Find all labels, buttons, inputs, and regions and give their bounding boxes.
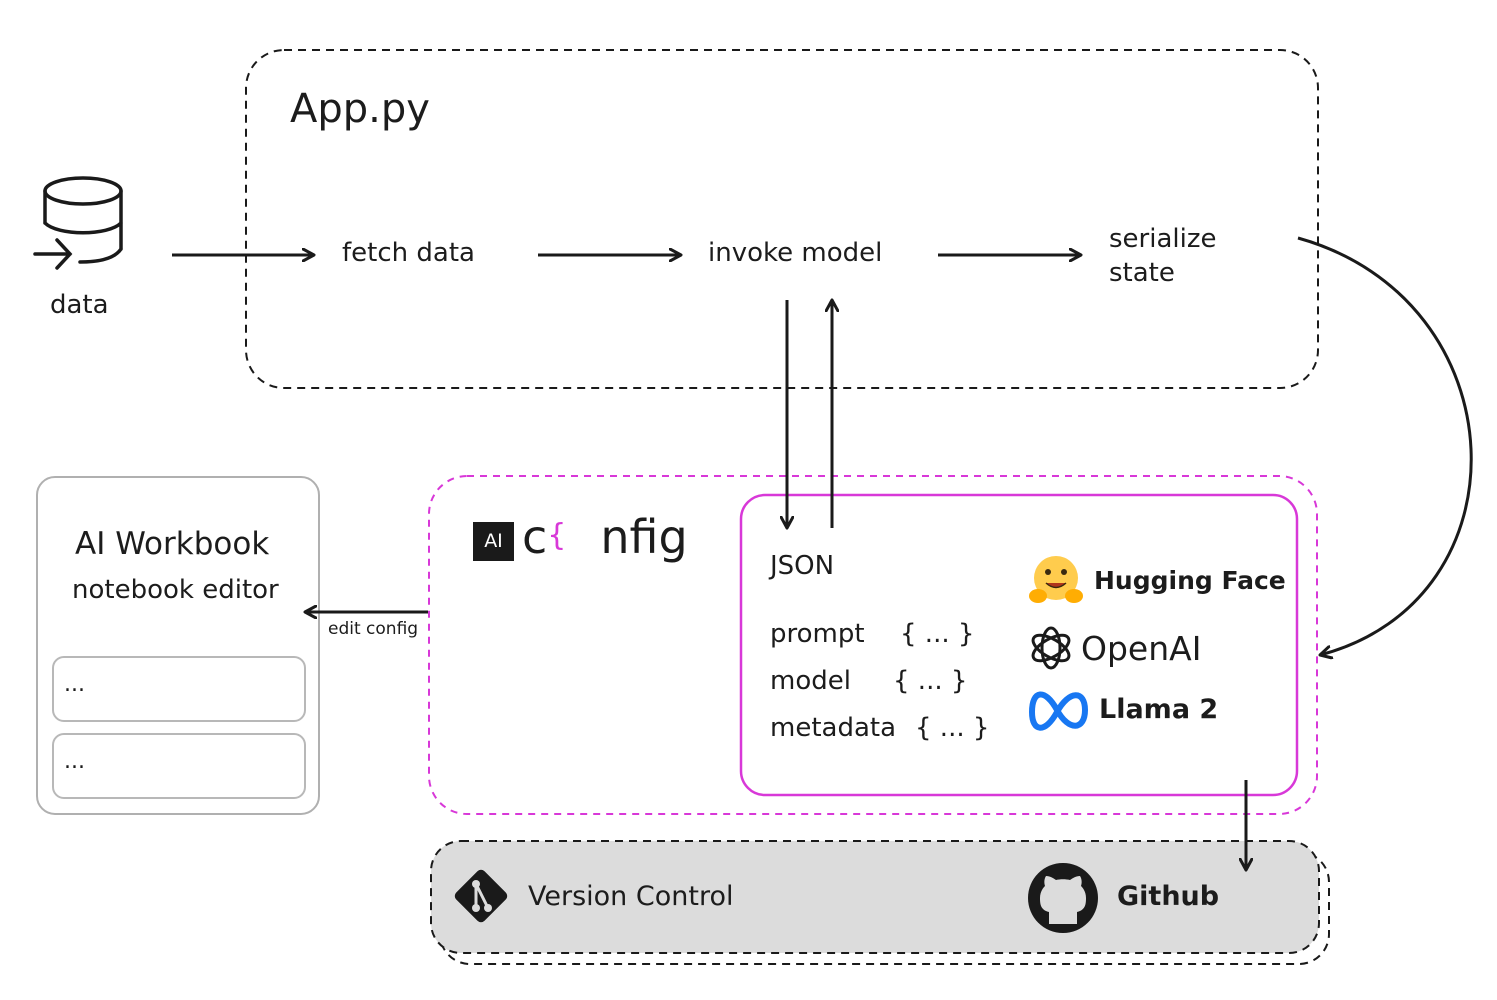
json-field-value: { ... } xyxy=(900,619,975,649)
version-control-label: Version Control xyxy=(528,881,734,912)
json-field-value: { ... } xyxy=(915,713,990,743)
aiconfig-word-end: nfig xyxy=(600,510,688,564)
meta-icon xyxy=(1029,691,1088,731)
version-control-panel xyxy=(430,840,1320,954)
app-container xyxy=(245,49,1319,389)
workbook-cell[interactable]: ... xyxy=(52,733,306,799)
github-label: Github xyxy=(1117,881,1220,912)
aiconfig-word-start: c xyxy=(522,510,548,564)
provider-llama: Llama 2 xyxy=(1099,694,1219,725)
workbook-cell-text: ... xyxy=(64,749,85,774)
json-box xyxy=(739,493,1299,797)
json-field-key: model xyxy=(770,666,851,696)
step-invoke-model: invoke model xyxy=(708,238,883,268)
database-icon xyxy=(33,176,123,270)
openai-icon xyxy=(1031,626,1071,670)
workbook-cell[interactable]: ... xyxy=(52,656,306,722)
hugging-face-icon xyxy=(1029,556,1083,603)
step-fetch-data: fetch data xyxy=(342,238,475,268)
aiconfig-container xyxy=(428,475,1318,815)
arrow-serialize-to-aiconfig xyxy=(1297,236,1473,655)
provider-hugging-face: Hugging Face xyxy=(1094,566,1286,595)
json-field-key: metadata xyxy=(770,713,897,743)
json-field-key: prompt xyxy=(770,619,865,649)
git-icon xyxy=(454,869,508,923)
data-source-label: data xyxy=(50,290,109,320)
json-field-value: { ... } xyxy=(893,666,968,696)
workbook-title: AI Workbook xyxy=(75,526,270,562)
app-title: App.py xyxy=(290,86,430,132)
aiconfig-wordmark: c{ nfig xyxy=(522,510,688,564)
edit-config-label: edit config xyxy=(328,619,419,639)
step-serialize-state: serialize state xyxy=(1109,224,1217,288)
aiconfig-brace: { xyxy=(547,518,567,553)
workbook-container xyxy=(36,476,320,815)
github-icon xyxy=(1028,863,1098,933)
workbook-subtitle: notebook editor xyxy=(72,575,279,605)
aiconfig-badge: AI xyxy=(473,522,514,561)
provider-openai: OpenAI xyxy=(1081,629,1202,668)
json-title: JSON xyxy=(770,551,835,581)
workbook-cell-text: ... xyxy=(64,672,85,697)
